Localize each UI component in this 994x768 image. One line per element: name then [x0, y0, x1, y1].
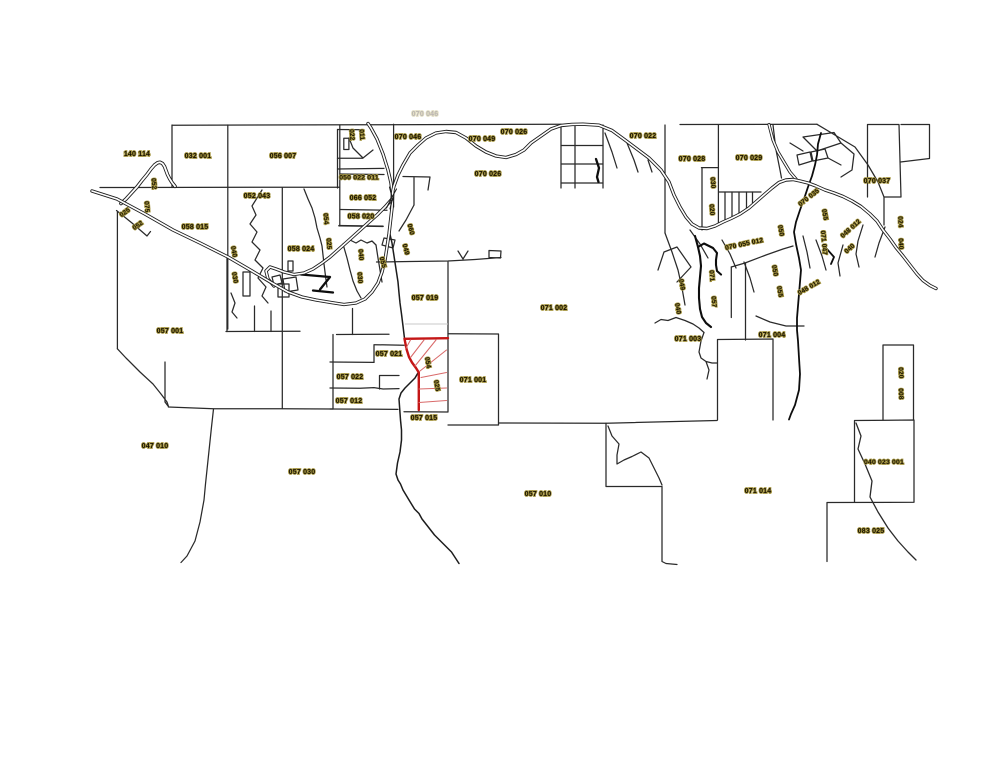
- svg-text:025: 025: [432, 380, 441, 393]
- svg-text:071 014: 071 014: [745, 488, 772, 495]
- svg-text:008: 008: [897, 388, 904, 400]
- svg-text:070 028: 070 028: [679, 156, 706, 163]
- svg-text:056 007: 056 007: [270, 153, 297, 160]
- svg-text:057 001: 057 001: [157, 328, 184, 335]
- svg-text:070 046: 070 046: [395, 134, 422, 141]
- svg-text:040: 040: [673, 303, 682, 316]
- svg-text:071 003: 071 003: [675, 336, 702, 343]
- svg-text:057 030: 057 030: [289, 469, 316, 476]
- svg-text:054: 054: [423, 357, 432, 370]
- svg-text:083 025: 083 025: [858, 528, 885, 535]
- svg-text:057 021: 057 021: [376, 351, 403, 358]
- svg-text:140 114: 140 114: [124, 151, 150, 158]
- svg-text:071 002: 071 002: [541, 305, 568, 312]
- svg-text:055: 055: [775, 286, 784, 299]
- svg-text:047 010: 047 010: [142, 443, 169, 450]
- svg-text:024: 024: [896, 216, 903, 228]
- svg-text:040: 040: [229, 246, 238, 259]
- svg-text:057: 057: [710, 296, 718, 308]
- svg-text:040: 040: [357, 249, 365, 261]
- svg-text:075: 075: [143, 201, 151, 213]
- svg-text:049: 049: [401, 243, 411, 256]
- svg-text:050: 050: [776, 225, 785, 238]
- svg-text:070 046: 070 046: [412, 111, 439, 118]
- svg-text:032 001: 032 001: [185, 153, 212, 160]
- svg-text:040 023 001: 040 023 001: [864, 459, 904, 466]
- svg-text:030: 030: [230, 272, 239, 285]
- svg-text:057 010: 057 010: [525, 491, 552, 498]
- svg-text:052: 052: [150, 178, 158, 190]
- svg-text:071 004: 071 004: [759, 332, 786, 339]
- svg-text:025: 025: [325, 238, 333, 250]
- svg-text:058 024: 058 024: [288, 246, 315, 253]
- svg-text:066 052: 066 052: [350, 195, 377, 202]
- svg-text:070 026: 070 026: [475, 171, 502, 178]
- svg-text:050: 050: [770, 265, 779, 278]
- svg-text:054: 054: [322, 213, 330, 225]
- svg-text:060: 060: [406, 223, 416, 236]
- svg-text:071 001: 071 001: [460, 377, 487, 384]
- svg-text:050 022 011: 050 022 011: [339, 175, 379, 182]
- svg-text:011: 011: [358, 129, 366, 141]
- svg-text:070 037: 070 037: [864, 178, 891, 185]
- svg-text:030: 030: [709, 177, 717, 189]
- svg-text:055: 055: [820, 209, 829, 222]
- svg-text:057 022: 057 022: [337, 374, 364, 381]
- svg-text:022: 022: [348, 129, 356, 141]
- svg-text:020: 020: [708, 204, 716, 216]
- svg-text:070 049: 070 049: [469, 136, 496, 143]
- svg-text:040: 040: [897, 238, 904, 250]
- svg-text:070 029: 070 029: [736, 155, 763, 162]
- svg-text:058 020: 058 020: [348, 214, 375, 221]
- svg-text:071: 071: [708, 270, 716, 282]
- svg-text:057 019: 057 019: [412, 295, 439, 302]
- svg-text:055: 055: [378, 256, 388, 269]
- svg-text:070 026: 070 026: [501, 129, 528, 136]
- svg-text:049: 049: [677, 279, 686, 292]
- svg-text:057 015: 057 015: [411, 415, 438, 422]
- svg-text:070 022: 070 022: [630, 133, 657, 140]
- svg-text:058 015: 058 015: [182, 224, 209, 231]
- svg-text:071 047: 071 047: [819, 230, 828, 255]
- svg-text:020: 020: [897, 367, 904, 379]
- svg-text:057 012: 057 012: [336, 398, 363, 405]
- svg-text:052 043: 052 043: [244, 193, 271, 200]
- svg-text:030: 030: [356, 272, 364, 284]
